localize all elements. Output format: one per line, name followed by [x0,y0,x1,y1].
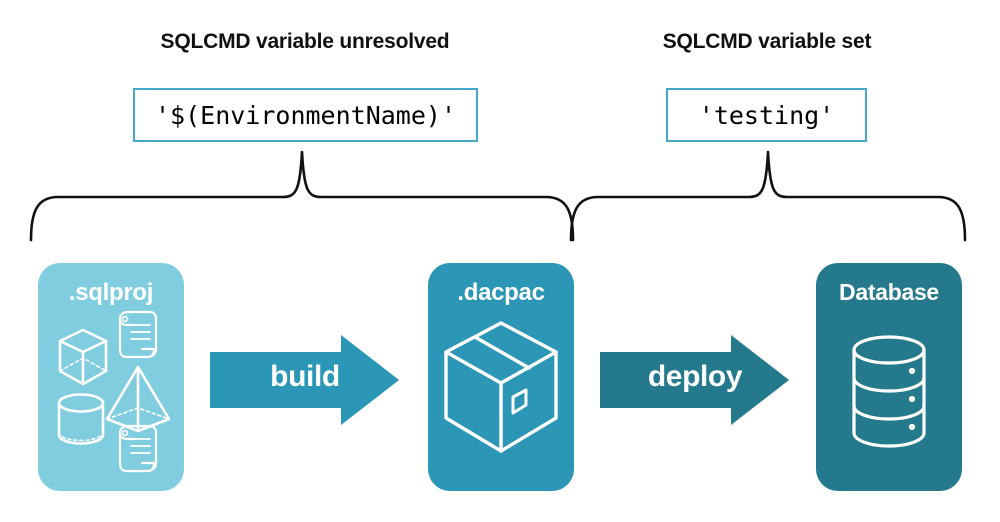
value-box-environment-name: '$(EnvironmentName)' [133,88,478,142]
stage-box-sqlproj[interactable]: .sqlproj [38,263,184,491]
pyramid-icon [105,365,171,433]
arrow-build: build [210,333,400,427]
header-sqlcmd-variable-unresolved: SQLCMD variable unresolved [160,30,450,53]
brace-build-scope-path [29,150,575,242]
arrow-label-deploy: deploy [647,360,743,393]
database-cylinder-icon [852,335,926,448]
cube-icon [58,328,108,386]
brace-deploy-scope-path [569,150,967,242]
stage-label-dacpac: .dacpac [457,279,545,306]
brace-build-scope [28,150,576,247]
arrow-build-shape [210,335,399,425]
dacpac-artwork [444,321,558,453]
package-box-icon [444,321,558,453]
database-artwork [852,335,926,448]
cylinder-icon [57,393,105,445]
scroll-icon [118,424,158,473]
value-box-testing: 'testing' [666,88,867,142]
sqlproj-artwork [57,310,171,473]
scroll-icon [118,310,158,359]
stage-box-database[interactable]: Database [816,263,962,491]
stage-label-database: Database [839,279,939,305]
value-text-environment-name: '$(EnvironmentName)' [154,100,457,130]
stage-box-dacpac[interactable]: .dacpac [428,263,574,491]
header-sqlcmd-variable-set: SQLCMD variable set [662,30,872,53]
arrow-deploy: deploy [600,333,790,427]
arrow-label-build: build [270,360,340,393]
brace-deploy-scope [568,150,968,247]
value-text-testing: 'testing' [698,100,835,130]
stage-label-sqlproj: .sqlproj [68,279,154,306]
arrow-deploy-shape [600,335,789,425]
